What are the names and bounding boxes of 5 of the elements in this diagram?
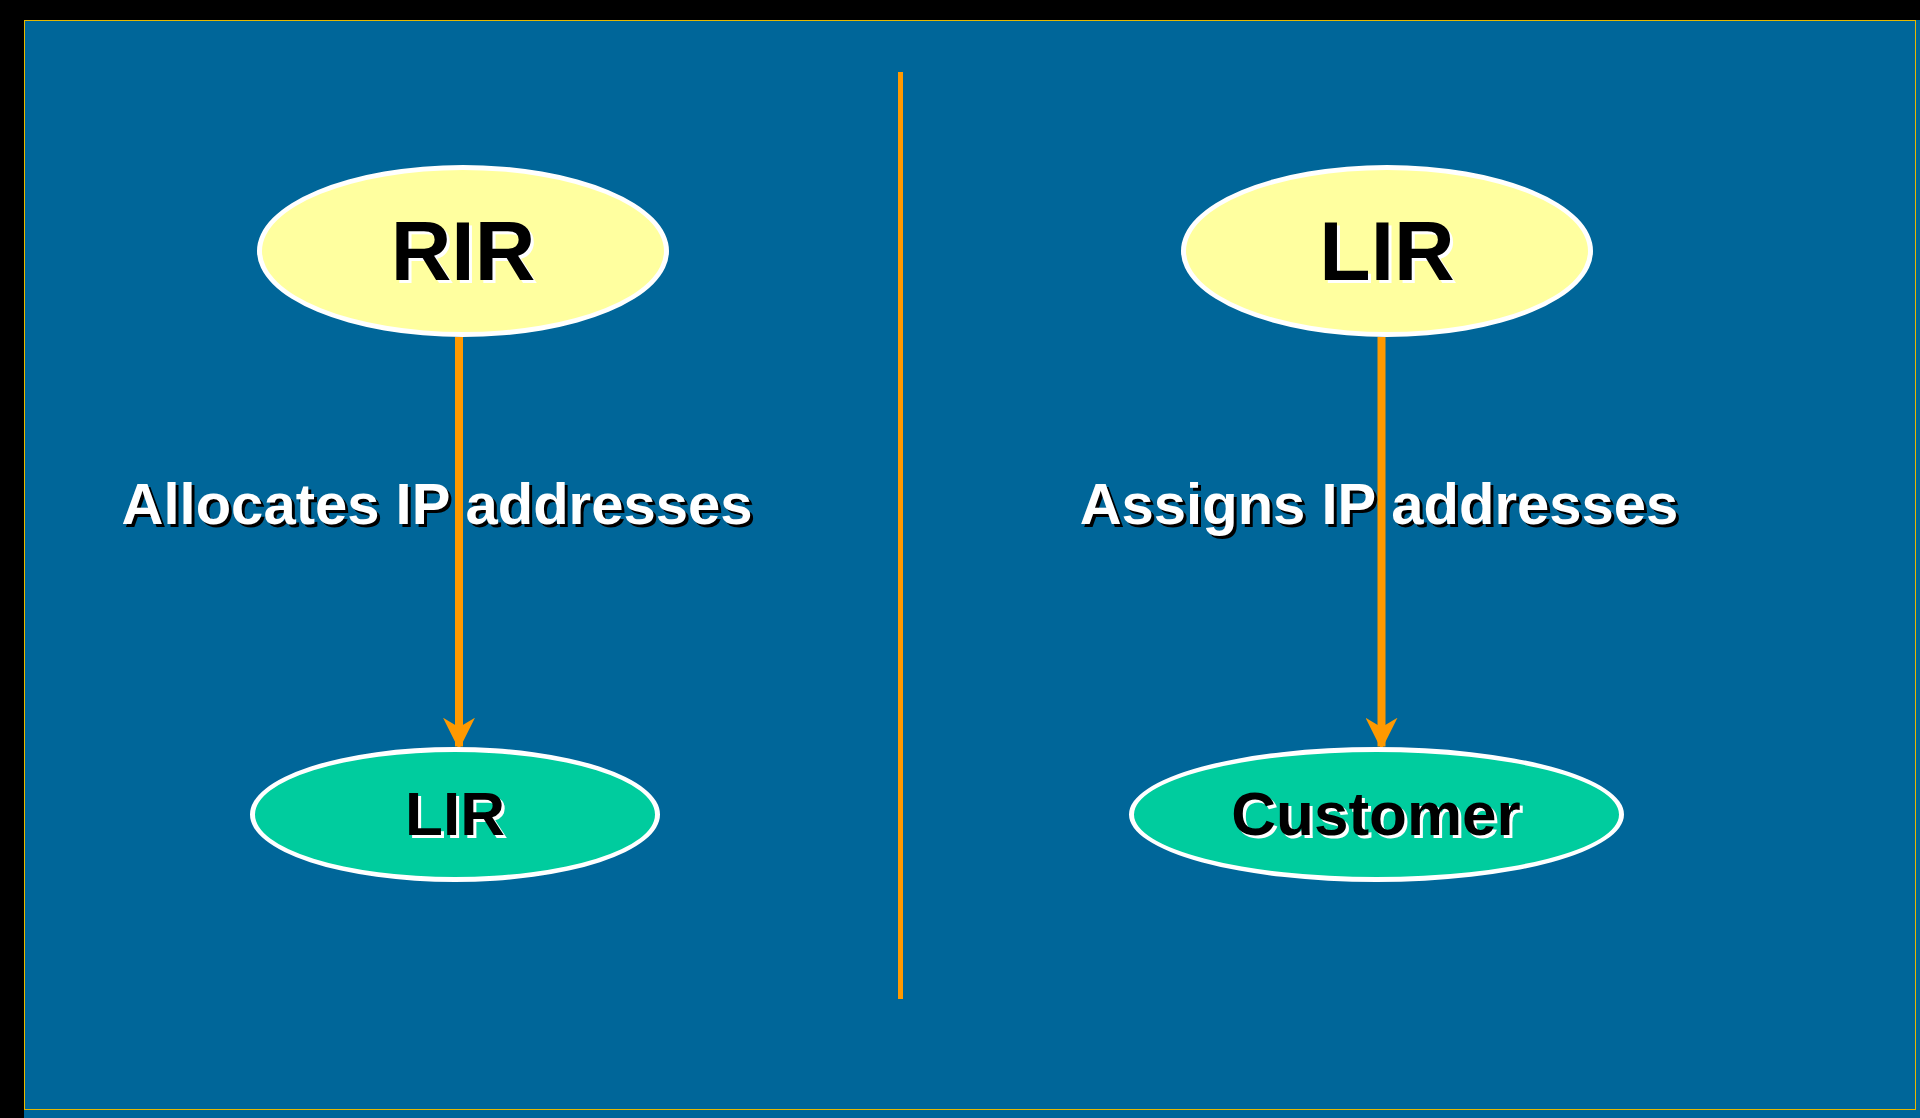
edge-label: Allocates IP addresses xyxy=(121,475,753,533)
node-label: LIR xyxy=(405,783,505,845)
node-label: LIR xyxy=(1319,209,1455,293)
node-label: RIR xyxy=(390,209,536,293)
node-label: Customer xyxy=(1231,783,1521,845)
